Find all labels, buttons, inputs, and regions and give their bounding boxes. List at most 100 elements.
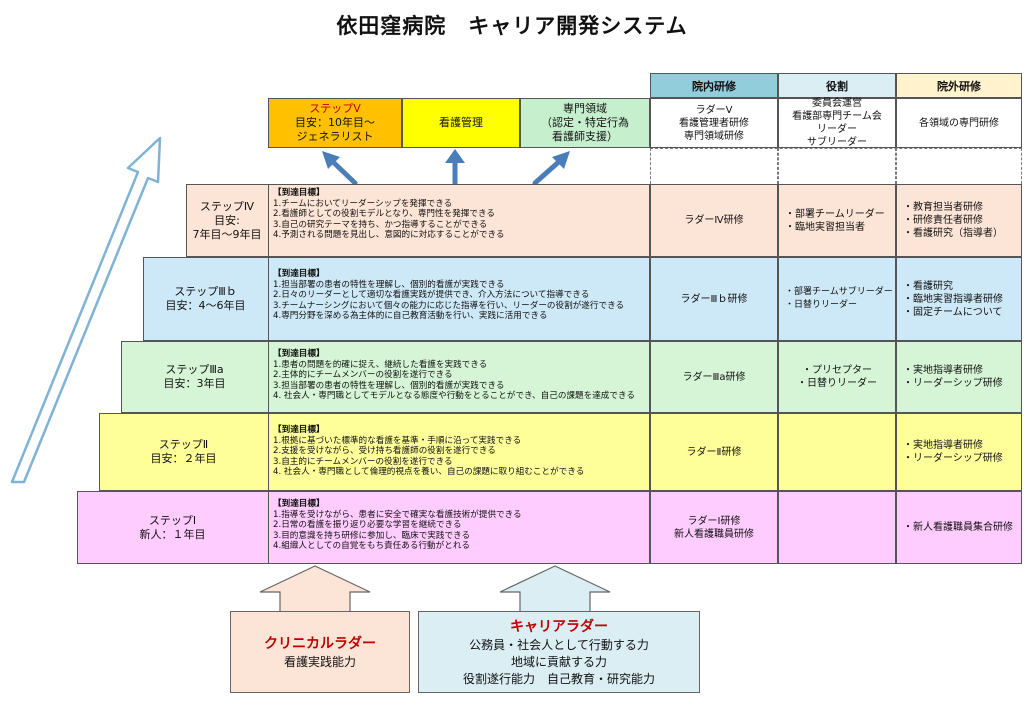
ladder-arrows-icon: [259, 565, 611, 613]
header-in-hospital: 院内研修: [650, 73, 778, 98]
step2-outside: ・実地指導者研修 ・リーダーシップ研修: [896, 413, 1022, 491]
step1-role: [778, 491, 896, 564]
goal-heading: 【到達目標】: [273, 188, 325, 198]
goal-item: 3.目的意識を持ち研修に参加し、臨床で実践できる: [273, 530, 471, 541]
step4-role: ・部署チームリーダー ・臨地実習担当者: [778, 184, 896, 257]
step4-outside: ・教育担当者研修 ・研修責任者研修 ・看護研究（指導者）: [896, 184, 1022, 257]
top-outside: 各領域の専門研修: [896, 98, 1022, 148]
role-item: ・部署チームサブリーダー: [785, 287, 893, 297]
training-name: ラダーⅡ研修: [686, 446, 742, 458]
step2-role: [778, 413, 896, 491]
top-role-line: リーダー: [817, 124, 857, 135]
top-in-line: ラダーⅤ: [695, 104, 733, 116]
outside-item: ・リーダーシップ研修: [903, 453, 1003, 464]
step5-box: ステップⅤ 目安：10年目～ ジェネラリスト: [268, 98, 402, 148]
goal-item: 2.支援を受けながら、受け持ち看護師の役割を遂行できる: [273, 446, 496, 457]
goal-heading: 【到達目標】: [273, 349, 325, 359]
goal-item: 4.予測される問題を見出し、意図的に対応することができる: [273, 230, 505, 241]
step4-label: ステップⅣ 目安: 7年目～9年目: [186, 184, 268, 257]
step3b-role: ・部署チームサブリーダー ・日替りリーダー: [778, 257, 896, 341]
step3b-in-hospital: ラダーⅢｂ研修: [650, 257, 778, 341]
goal-item: 4. 社会人・専門職としてモデルとなる態度や行動をとることができ、自己の課題を達…: [273, 391, 635, 402]
specialty-line3: 看護師支援）: [552, 130, 618, 143]
goal-item: 3.自己の研究テーマを持ち、かつ指導することができる: [273, 219, 488, 230]
spacer-role: [778, 148, 896, 184]
goal-item: 2.主体的にチームメンバーの役割を遂行できる: [273, 370, 453, 381]
goal-item: 2.日々のリーダーとして適切な看護実践が提供でき、介入方法について指導できる: [273, 290, 590, 301]
goal-heading: 【到達目標】: [273, 425, 325, 435]
step1-row: [77, 491, 650, 564]
step2-goals: 【到達目標】 1.根拠に基づいた標準的な看護を基準・手順に沿って実践できる 2.…: [268, 413, 650, 491]
top-role-line: 委員会運営: [812, 98, 862, 109]
step1-name: ステップⅠ: [148, 513, 197, 527]
training-name: ラダーⅢa研修: [682, 371, 746, 383]
step4-row: [186, 184, 650, 257]
step5-guide: 目安：10年目～: [295, 116, 375, 129]
goal-item: 4.専門分野を深める為主体的に自己教育活動を行い、実践に活用できる: [273, 311, 548, 322]
step3b-outside: ・看護研究 ・臨地実習指導者研修 ・固定チームについて: [896, 257, 1022, 341]
outside-item: ・臨地実習指導者研修: [903, 293, 1003, 305]
outside-item: ・看護研究: [903, 280, 953, 292]
career-ladder-title: キャリアラダー: [510, 618, 608, 635]
step4-goals: 【到達目標】 1.チームにおいてリーダーシップを発揮できる 2.看護師としての役…: [268, 184, 650, 257]
outside-item: ・研修責任者研修: [903, 215, 983, 226]
step3b-goals: 【到達目標】 1.担当部署の患者の特性を理解し、個別的看護が実践できる 2.日々…: [268, 257, 650, 341]
outside-item: ・看護研究（指導者）: [903, 228, 1003, 239]
top-in-hospital: ラダーⅤ 看護管理者研修 専門領域研修: [650, 98, 778, 148]
step1-guide: 新人：１年目: [139, 527, 206, 541]
career-ladder-line: 地域に貢献する力: [510, 654, 607, 669]
step2-guide: 目安：２年目: [150, 452, 217, 465]
step3b-guide: 目安：4～6年目: [165, 299, 246, 312]
goal-item: 4.組織人としての自覚をもち責任ある行動がとれる: [273, 541, 471, 552]
step3b-name: ステップⅢｂ: [174, 285, 237, 298]
step1-outside: ・新人看護職員集合研修: [896, 491, 1022, 564]
clinical-ladder-title: クリニカルラダー: [264, 635, 376, 652]
training-name: 新人看護職員研修: [674, 528, 754, 540]
goal-item: 1.根拠に基づいた標準的な看護を基準・手順に沿って実践できる: [273, 435, 522, 446]
step1-label: ステップⅠ 新人：１年目: [77, 491, 268, 564]
step3a-role: ・プリセプター ・日替りリーダー: [778, 341, 896, 413]
step4-guide: 目安:: [214, 213, 240, 227]
step5-generalist: ジェネラリスト: [296, 130, 374, 143]
step3a-guide: 目安：3年目: [163, 377, 226, 390]
step5-title: ステップⅤ: [309, 102, 361, 115]
outside-item: ・リーダーシップ研修: [903, 378, 1003, 389]
step1-in-hospital: ラダーⅠ研修 新人看護職員研修: [650, 491, 778, 564]
spacer-out: [896, 148, 1022, 184]
role-item: ・日替りリーダー: [797, 378, 877, 389]
goal-item: 1.患者の問題を的確に捉え、継続した看護を実践できる: [273, 359, 488, 370]
step3a-outside: ・実地指導者研修 ・リーダーシップ研修: [896, 341, 1022, 413]
goal-item: 3.担当部署の患者の特性を理解し、個別的看護が実践できる: [273, 380, 505, 391]
header-outside: 院外研修: [896, 73, 1022, 98]
top-role-line: 看護部専門チーム会: [792, 111, 882, 122]
step3a-goals: 【到達目標】 1.患者の問題を的確に捉え、継続した看護を実践できる 2.主体的に…: [268, 341, 650, 413]
role-item: ・部署チームリーダー: [785, 208, 885, 220]
up-arrows-icon: [322, 149, 570, 186]
spacer-top-line: [650, 148, 1022, 149]
outside-item: ・実地指導者研修: [903, 440, 983, 451]
page-title: 依田窪病院 キャリア開発システム: [336, 14, 688, 38]
top-out-line: 各領域の専門研修: [919, 117, 999, 129]
goal-item: 4. 社会人・専門職として倫理的視点を養い、自己の課題に取り組むことができる: [273, 467, 585, 478]
top-in-line: 専門領域研修: [684, 130, 744, 142]
step2-row: [99, 413, 650, 491]
training-name: ラダーⅠ研修: [687, 515, 741, 527]
goal-heading: 【到達目標】: [273, 269, 325, 279]
step1-goals: 【到達目標】 1.指導を受けながら、患者に安全で確実な看護技術が提供できる 2.…: [268, 491, 650, 564]
outside-item: ・新人看護職員集合研修: [903, 522, 1013, 533]
role-item: ・臨地実習担当者: [785, 221, 865, 233]
step2-name: ステップⅡ: [158, 438, 209, 451]
step4-years: 7年目～9年目: [192, 227, 262, 241]
top-role: 委員会運営 看護部専門チーム会 リーダー サブリーダー: [778, 98, 896, 148]
goal-item: 2.日常の看護を振り返り必要な学習を継続できる: [273, 520, 462, 531]
spacer-in: [650, 148, 778, 184]
goal-item: 1.チームにおいてリーダーシップを発揮できる: [273, 198, 453, 209]
training-name: ラダーⅢｂ研修: [680, 293, 748, 305]
role-item: ・プリセプター: [802, 365, 872, 376]
step3a-name: ステップⅢa: [165, 363, 224, 376]
specialty-line2: （認定・特定行為: [541, 116, 629, 129]
nursing-mgmt-label: 看護管理: [439, 116, 483, 129]
goal-item: 3.チームナーシングにおいて個々の能力に応じた指導を行い、リーダーの役割が遂行で…: [273, 300, 625, 311]
training-name: ラダーⅣ研修: [684, 215, 744, 226]
career-ladder-line: 公務員・社会人として行動する力: [469, 637, 649, 652]
